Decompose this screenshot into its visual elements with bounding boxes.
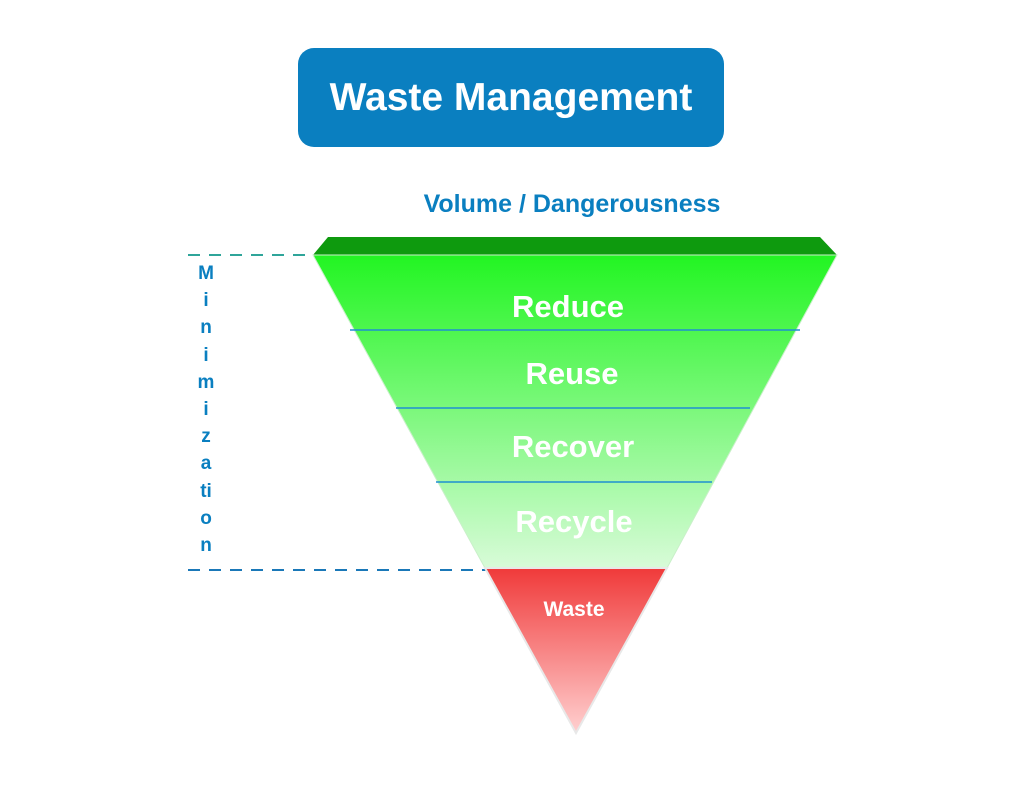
volume-dangerousness-label: Volume / Dangerousness	[423, 190, 721, 218]
minimization-letter: ti	[200, 480, 212, 502]
minimization-letter: i	[203, 290, 209, 312]
minimization-letter: M	[198, 263, 214, 284]
level-label-recycle: Recycle	[515, 504, 632, 539]
waste-section	[483, 567, 669, 736]
minimization-letter: a	[200, 453, 212, 475]
diagram-title: Waste Management	[329, 75, 693, 119]
level-label-reuse: Reuse	[525, 356, 618, 391]
minimization-label: M i n i m i z a ti o n	[192, 264, 220, 556]
level-label-waste: Waste	[543, 598, 604, 621]
minimization-letter: o	[200, 507, 212, 529]
pyramid-top-cap	[313, 237, 837, 255]
minimization-letter: z	[201, 426, 211, 448]
minimization-letter: n	[200, 534, 212, 556]
minimization-letter: i	[203, 398, 209, 420]
title-box: Waste Management	[298, 48, 724, 147]
minimization-letter: m	[197, 371, 215, 393]
level-label-recover: Recover	[512, 429, 634, 464]
level-label-reduce: Reduce	[512, 289, 624, 324]
minimization-letter: n	[200, 317, 212, 339]
minimization-letter: i	[203, 344, 209, 366]
